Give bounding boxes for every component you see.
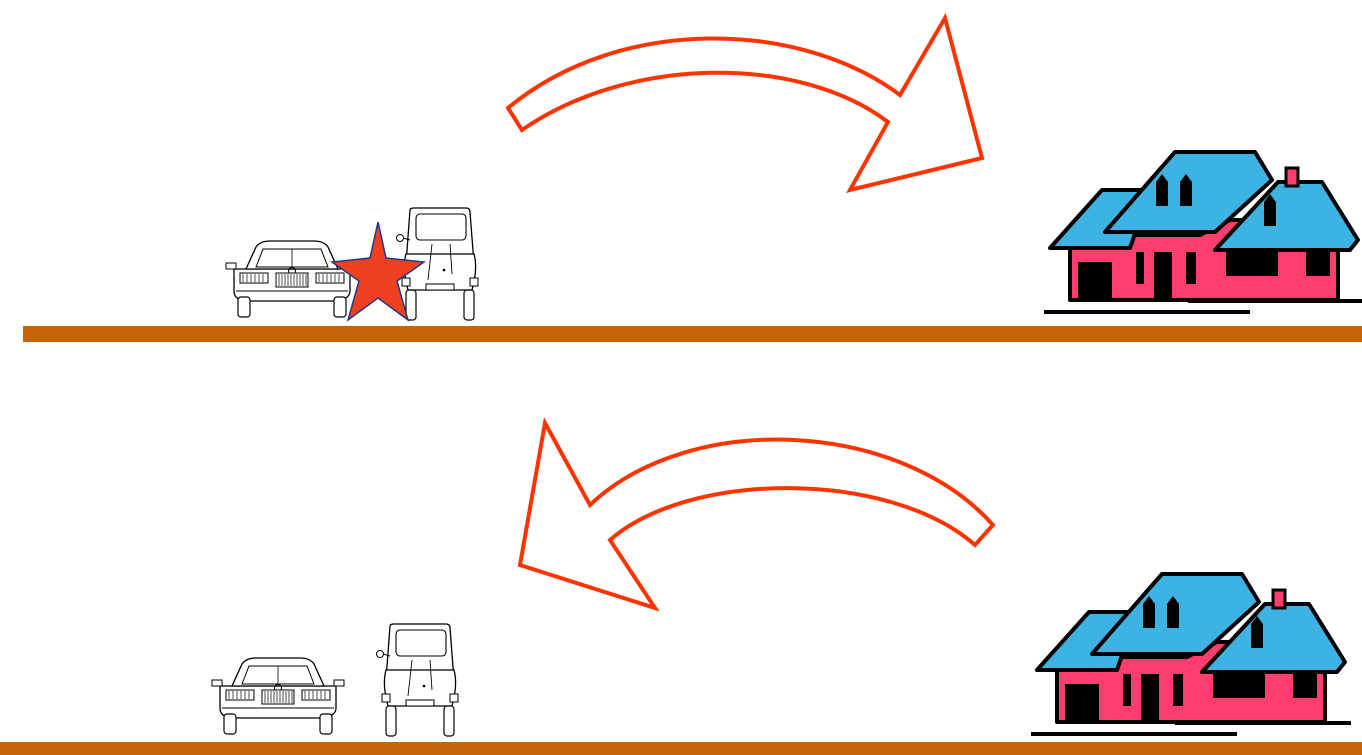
house-icon — [1029, 572, 1353, 736]
sedan-icon — [225, 240, 359, 318]
road — [23, 326, 1362, 342]
house-icon — [1042, 150, 1362, 314]
bottom-scene — [0, 417, 1362, 755]
curved-arrow-icon — [505, 12, 985, 194]
small-car-icon — [375, 623, 459, 737]
sedan-icon — [211, 657, 345, 735]
road — [0, 742, 1362, 755]
top-scene — [23, 12, 1362, 342]
curved-arrow-icon — [517, 417, 996, 612]
collision-star-icon — [329, 221, 427, 322]
